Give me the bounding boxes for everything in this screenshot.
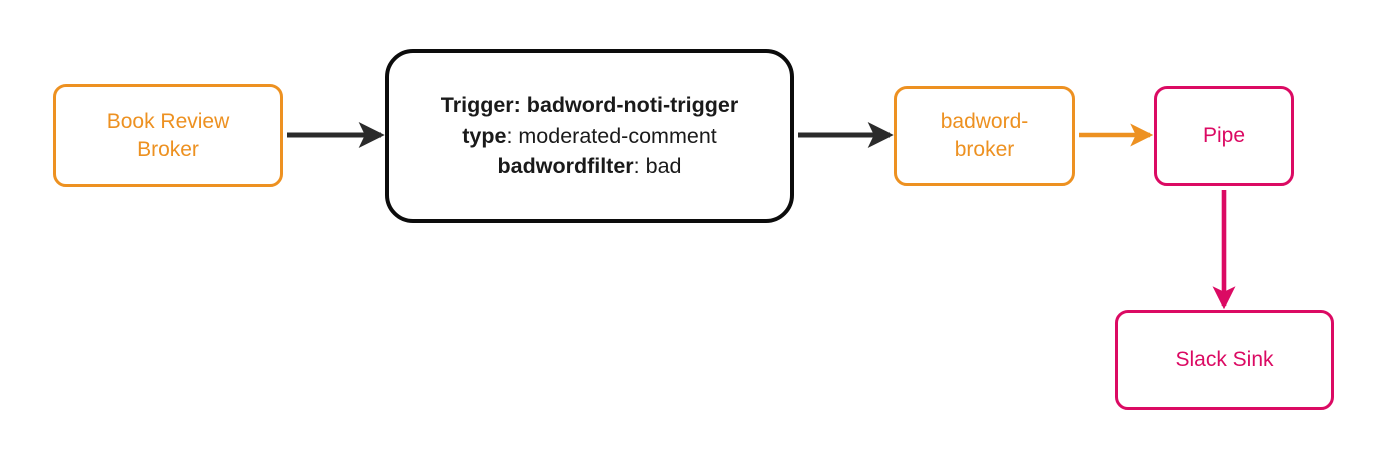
node-badword-broker[interactable]: badword- broker bbox=[894, 86, 1075, 186]
node-slack-sink[interactable]: Slack Sink bbox=[1115, 310, 1334, 410]
node-slack-sink-label: Slack Sink bbox=[1175, 348, 1274, 372]
trigger-line-type-value: moderated-comment bbox=[518, 123, 717, 148]
trigger-line-badwordfilter-separator: : bbox=[633, 154, 646, 179]
node-badword-broker-label: badword- broker bbox=[940, 110, 1029, 161]
trigger-line-name-text: Trigger: badword-noti-trigger bbox=[440, 92, 739, 117]
node-book-review-broker[interactable]: Book Review Broker bbox=[53, 84, 283, 187]
trigger-line-type-key: type bbox=[462, 123, 507, 148]
trigger-line-name: Trigger: badword-noti-trigger bbox=[441, 90, 738, 121]
trigger-line-badwordfilter: badwordfilter: bad bbox=[441, 151, 738, 182]
trigger-line-type-separator: : bbox=[506, 123, 519, 148]
node-pipe-label: Pipe bbox=[1202, 124, 1246, 148]
node-badword-noti-trigger[interactable]: Trigger: badword-noti-trigger type: mode… bbox=[385, 49, 794, 223]
node-book-review-broker-label: Book Review Broker bbox=[106, 109, 230, 161]
trigger-line-badwordfilter-key: badwordfilter bbox=[497, 154, 634, 179]
trigger-line-type: type: moderated-comment bbox=[441, 121, 738, 152]
trigger-line-badwordfilter-value: bad bbox=[645, 154, 682, 179]
node-pipe[interactable]: Pipe bbox=[1154, 86, 1294, 186]
trigger-detail-lines: Trigger: badword-noti-trigger type: mode… bbox=[423, 90, 756, 183]
